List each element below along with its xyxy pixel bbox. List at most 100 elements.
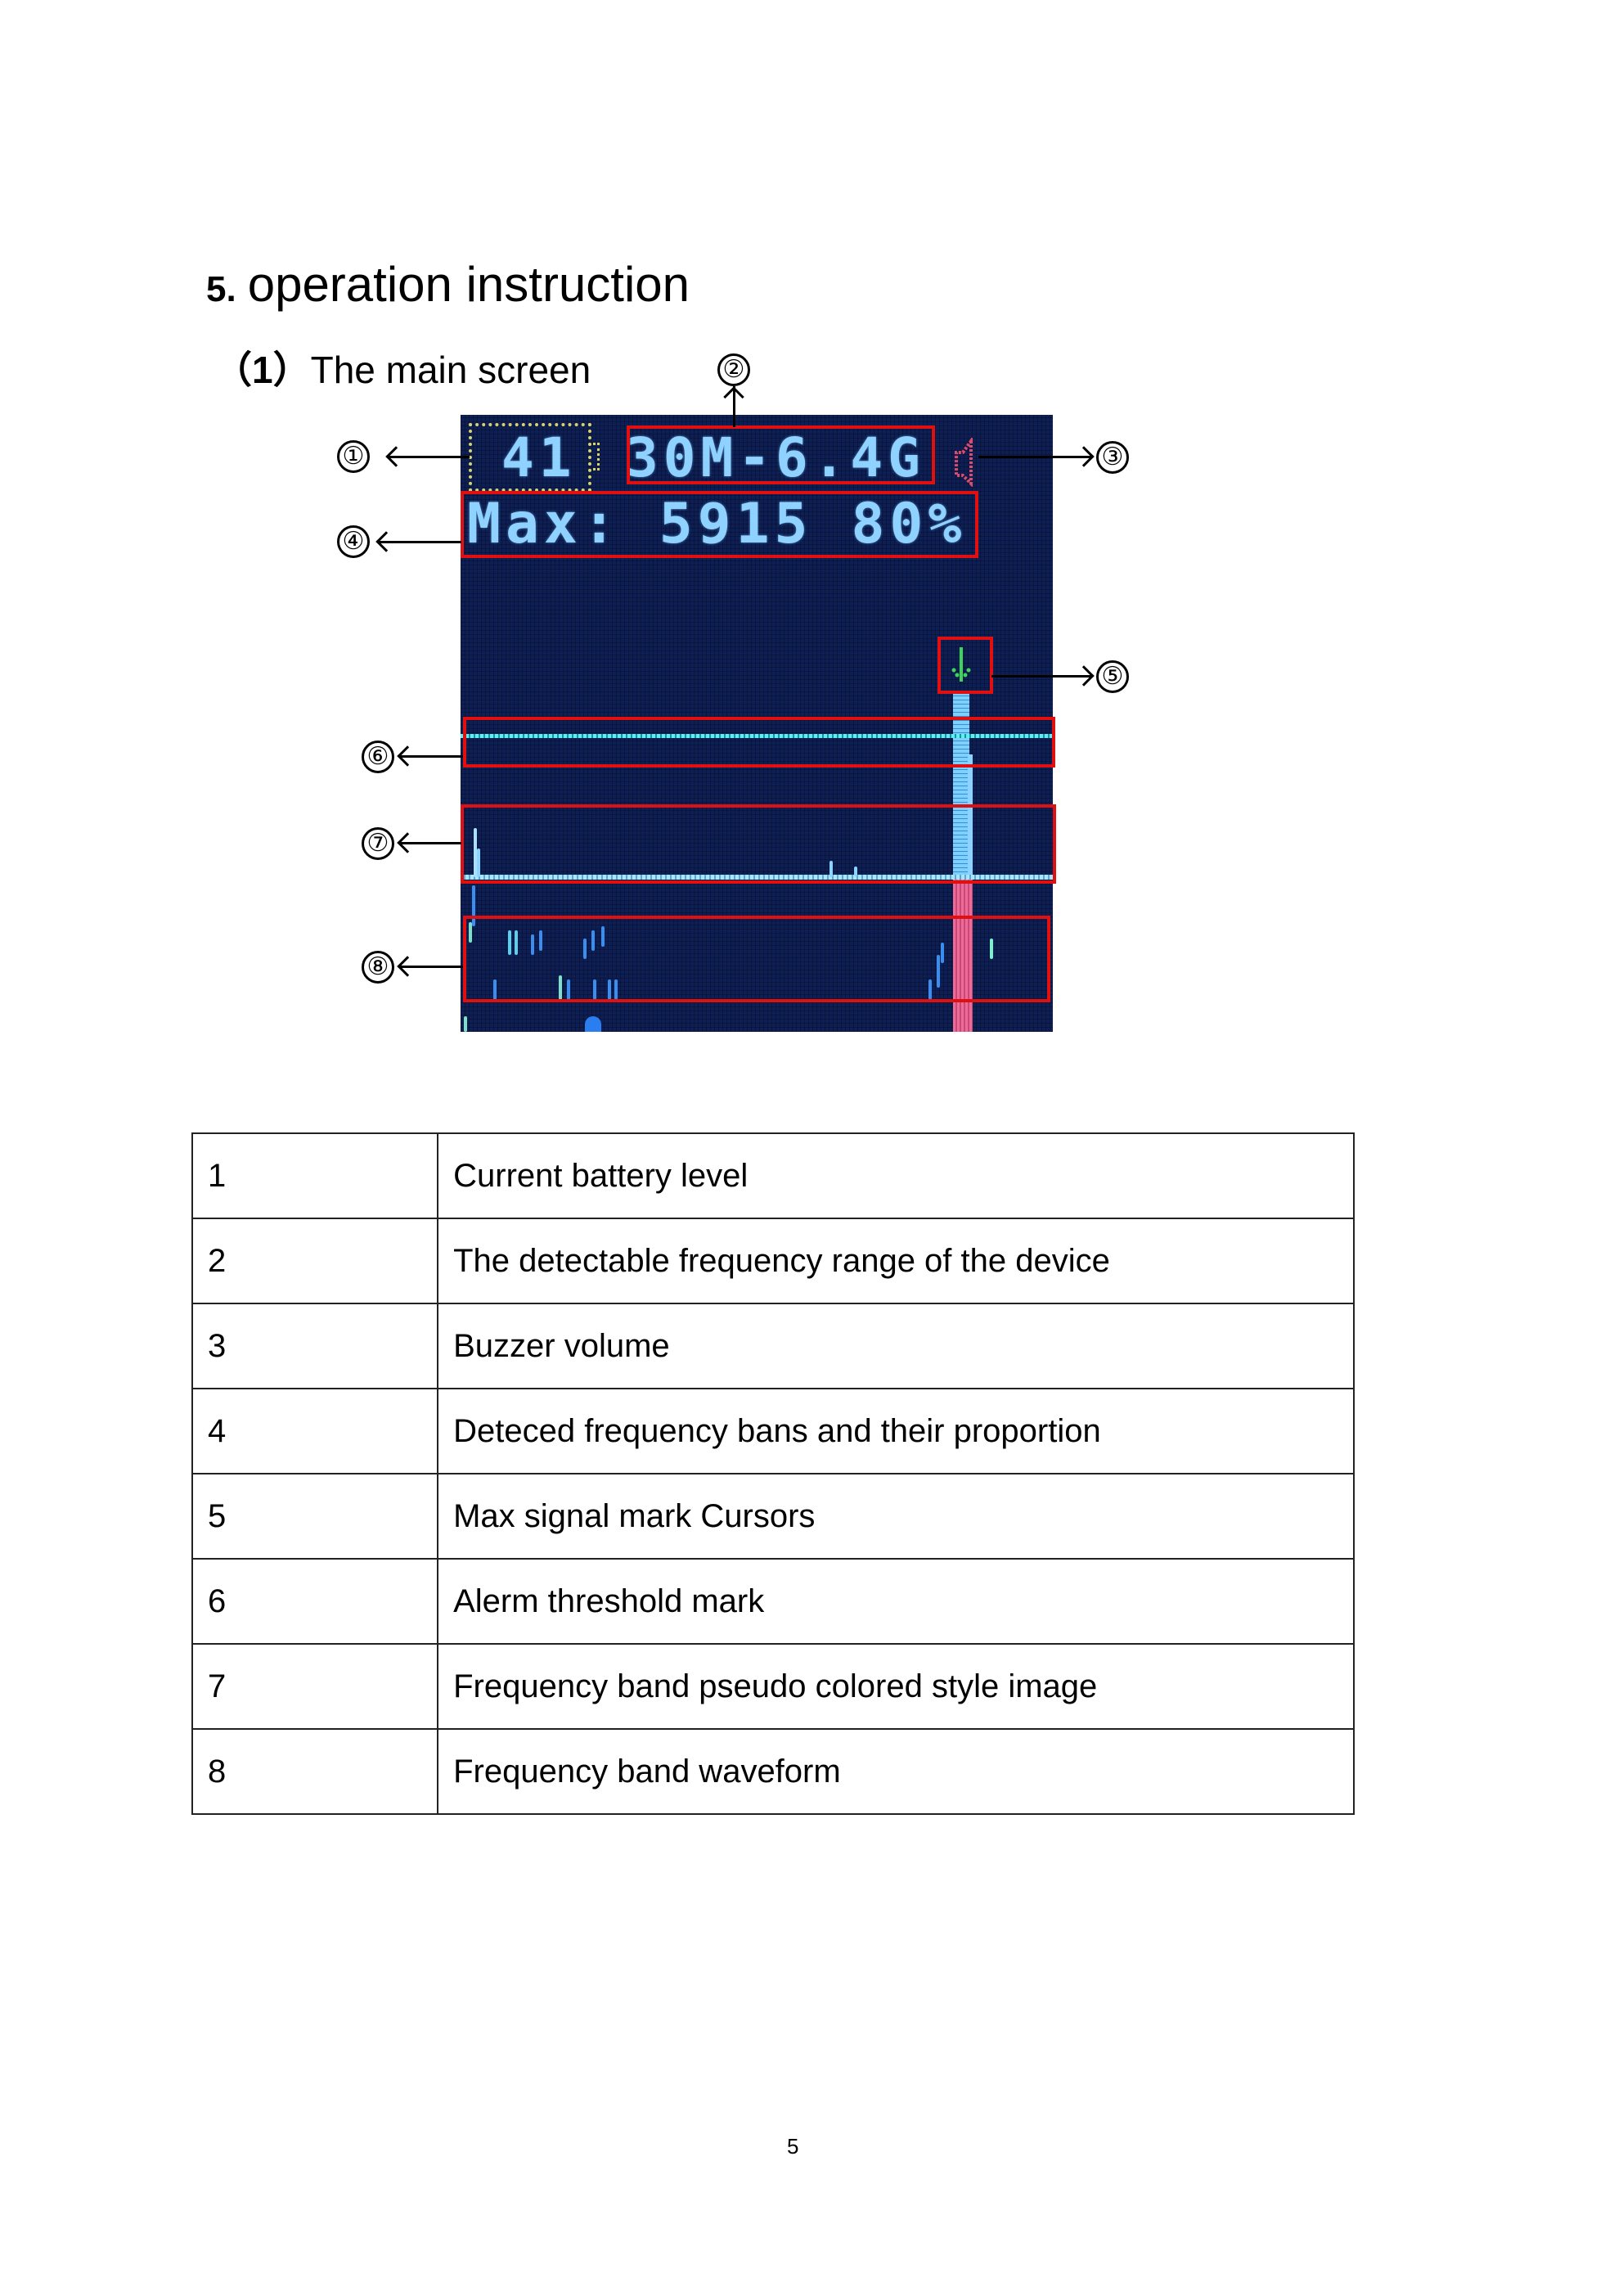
spectrum-spike: [477, 849, 480, 877]
frequency-range-value: 30M-6.4G: [626, 426, 925, 489]
waterfall-trace: [515, 930, 518, 955]
max-proportion: 80%: [851, 492, 967, 556]
battery-level-value: 41: [501, 426, 577, 489]
callout-1: ①: [337, 440, 370, 473]
row-description: Frequency band waveform: [437, 1728, 1355, 1815]
spectrum-spike: [829, 861, 833, 877]
waterfall-trace: [601, 926, 605, 947]
legend-table: 1 Current battery level 2 The detectable…: [191, 1132, 1355, 1815]
row-description: Current battery level: [437, 1132, 1355, 1219]
row-description: Buzzer volume: [437, 1303, 1355, 1389]
row-number: 3: [191, 1303, 439, 1389]
table-row: 7 Frequency band pseudo colored style im…: [191, 1643, 1355, 1730]
callout-8: ⑧: [362, 951, 394, 984]
arrow-line: [399, 755, 463, 758]
table-row: 5 Max signal mark Cursors: [191, 1473, 1355, 1560]
row-description: Alerm threshold mark: [437, 1558, 1355, 1645]
arrow-line: [991, 675, 1091, 678]
waterfall-trace: [559, 975, 562, 1000]
waterfall-trace: [990, 939, 993, 959]
callout-6: ⑥: [362, 741, 394, 773]
max-readout-highlight: [461, 491, 978, 558]
arrow-line: [733, 386, 735, 427]
waterfall-trace: [928, 979, 932, 1000]
device-screen: 41 30M-6.4G Max: 5915 80%: [461, 415, 1053, 1032]
max-signal-shoulder: [968, 754, 973, 880]
page-number: 5: [787, 2134, 799, 2159]
callout-5: ⑤: [1096, 660, 1129, 693]
row-number: 4: [191, 1388, 439, 1474]
table-row: 4 Deteced frequency bans and their propo…: [191, 1388, 1355, 1474]
row-number: 5: [191, 1473, 439, 1560]
battery-tip: [593, 443, 600, 470]
arrow-up-icon: [723, 386, 744, 407]
down-arrow-cursor-icon: [951, 647, 971, 682]
section-number: 5.: [206, 269, 236, 309]
waterfall-trace: [493, 979, 497, 1000]
row-number: 6: [191, 1558, 439, 1645]
row-number: 8: [191, 1728, 439, 1815]
frequency-range-highlight: [627, 425, 935, 484]
arrow-line: [399, 966, 463, 968]
section-heading: 5. operation instruction: [206, 255, 690, 319]
table-row: 8 Frequency band waveform: [191, 1728, 1355, 1815]
waterfall-trace: [583, 939, 587, 959]
spectrum-spike: [474, 828, 477, 877]
row-number: 1: [191, 1132, 439, 1219]
max-signal-peak: [953, 691, 969, 880]
battery-icon: [469, 423, 591, 492]
subsection-title: The main screen: [310, 349, 591, 391]
waterfall-trace: [614, 979, 618, 1000]
table-row: 3 Buzzer volume: [191, 1303, 1355, 1389]
callout-3: ③: [1096, 441, 1129, 474]
waterfall-highlight: [463, 916, 1050, 1002]
table-row: 2 The detectable frequency range of the …: [191, 1218, 1355, 1304]
waterfall-trace: [941, 943, 944, 963]
table-row: 1 Current battery level: [191, 1132, 1355, 1219]
arrow-left-icon: [397, 832, 418, 853]
max-readout: Max: 5915 80%: [467, 492, 966, 556]
threshold-highlight: [463, 717, 1055, 768]
waterfall-trace: [608, 979, 611, 1000]
waterfall-trace: [593, 979, 596, 1000]
waterfall-peak-column: [953, 880, 973, 1032]
row-description: Deteced frequency bans and their proport…: [437, 1388, 1355, 1474]
spectrum-baseline: [461, 875, 1053, 880]
arrow-left-icon: [385, 446, 407, 467]
row-number: 7: [191, 1643, 439, 1730]
cursor-highlight: [937, 637, 993, 694]
table-row: 6 Alerm threshold mark: [191, 1558, 1355, 1645]
arrow-right-icon: [1073, 446, 1095, 467]
spectrum-spike: [854, 867, 857, 876]
waterfall-trace: [469, 922, 472, 943]
section-title: operation instruction: [247, 257, 690, 312]
callout-7: ⑦: [362, 827, 394, 860]
arrow-line: [399, 842, 461, 844]
spectrum-highlight: [461, 804, 1056, 884]
arrow-right-icon: [1073, 665, 1095, 687]
waterfall-trace: [508, 930, 511, 955]
waterfall-trace: [472, 885, 475, 926]
max-label: Max:: [467, 492, 621, 556]
waterfall-trace: [539, 930, 542, 951]
max-frequency: 5915: [659, 492, 813, 556]
row-description: Frequency band pseudo colored style imag…: [437, 1643, 1355, 1730]
waterfall-trace: [464, 1016, 467, 1032]
arrow-line: [378, 541, 461, 543]
row-description: The detectable frequency range of the de…: [437, 1218, 1355, 1304]
waterfall-trace: [937, 955, 940, 988]
waterfall-trace: [591, 930, 595, 951]
waterfall-trace: [567, 979, 570, 1000]
callout-4: ④: [337, 525, 370, 558]
alarm-threshold-line: [461, 734, 1053, 738]
arrow-left-icon: [397, 745, 418, 767]
arrow-line: [978, 456, 1091, 458]
waterfall-blob: [585, 1016, 601, 1032]
arrow-left-icon: [375, 531, 397, 552]
row-description: Max signal mark Cursors: [437, 1473, 1355, 1560]
subsection-heading: （1）The main screen: [214, 347, 591, 393]
row-number: 2: [191, 1218, 439, 1304]
callout-2: ②: [717, 353, 750, 386]
waterfall-trace: [531, 934, 534, 955]
speaker-icon: [955, 438, 973, 487]
